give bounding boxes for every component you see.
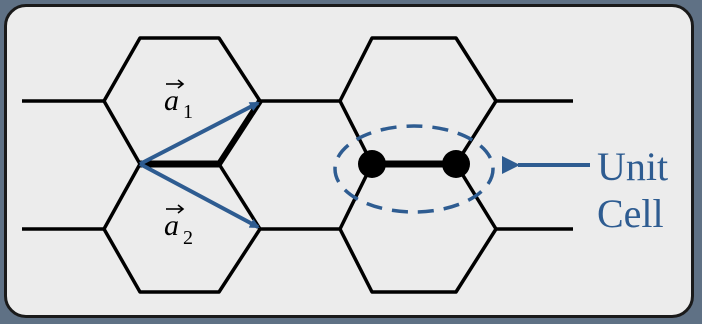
a2-subscript: 2 xyxy=(183,227,193,249)
vector-a1-arrow xyxy=(139,101,260,166)
a1-subscript: 1 xyxy=(183,101,193,123)
a1-symbol: a xyxy=(164,84,179,117)
hexagon xyxy=(338,162,498,294)
hexagon xyxy=(338,36,498,166)
unit-cell-label-line2: Cell xyxy=(597,191,664,236)
vector-overarrow-head xyxy=(177,204,185,214)
diagram-panel xyxy=(4,4,694,318)
unit-cell-ellipse xyxy=(333,124,495,214)
atom-a xyxy=(358,150,386,178)
vector-a2-arrow xyxy=(139,162,260,229)
highlight-bond xyxy=(216,99,263,166)
unit-cell-label-line1: Unit xyxy=(597,144,668,189)
label-a2: a 2 xyxy=(164,204,193,249)
unit-cell-label: Unit Cell xyxy=(597,144,668,236)
hexagon xyxy=(102,36,262,166)
hexagon xyxy=(102,162,262,294)
atom-b xyxy=(442,150,470,178)
a2-symbol: a xyxy=(164,209,179,242)
vector-overarrow-head xyxy=(177,79,185,89)
hexagon-lattice xyxy=(22,36,573,294)
label-a1: a 1 xyxy=(164,79,193,123)
